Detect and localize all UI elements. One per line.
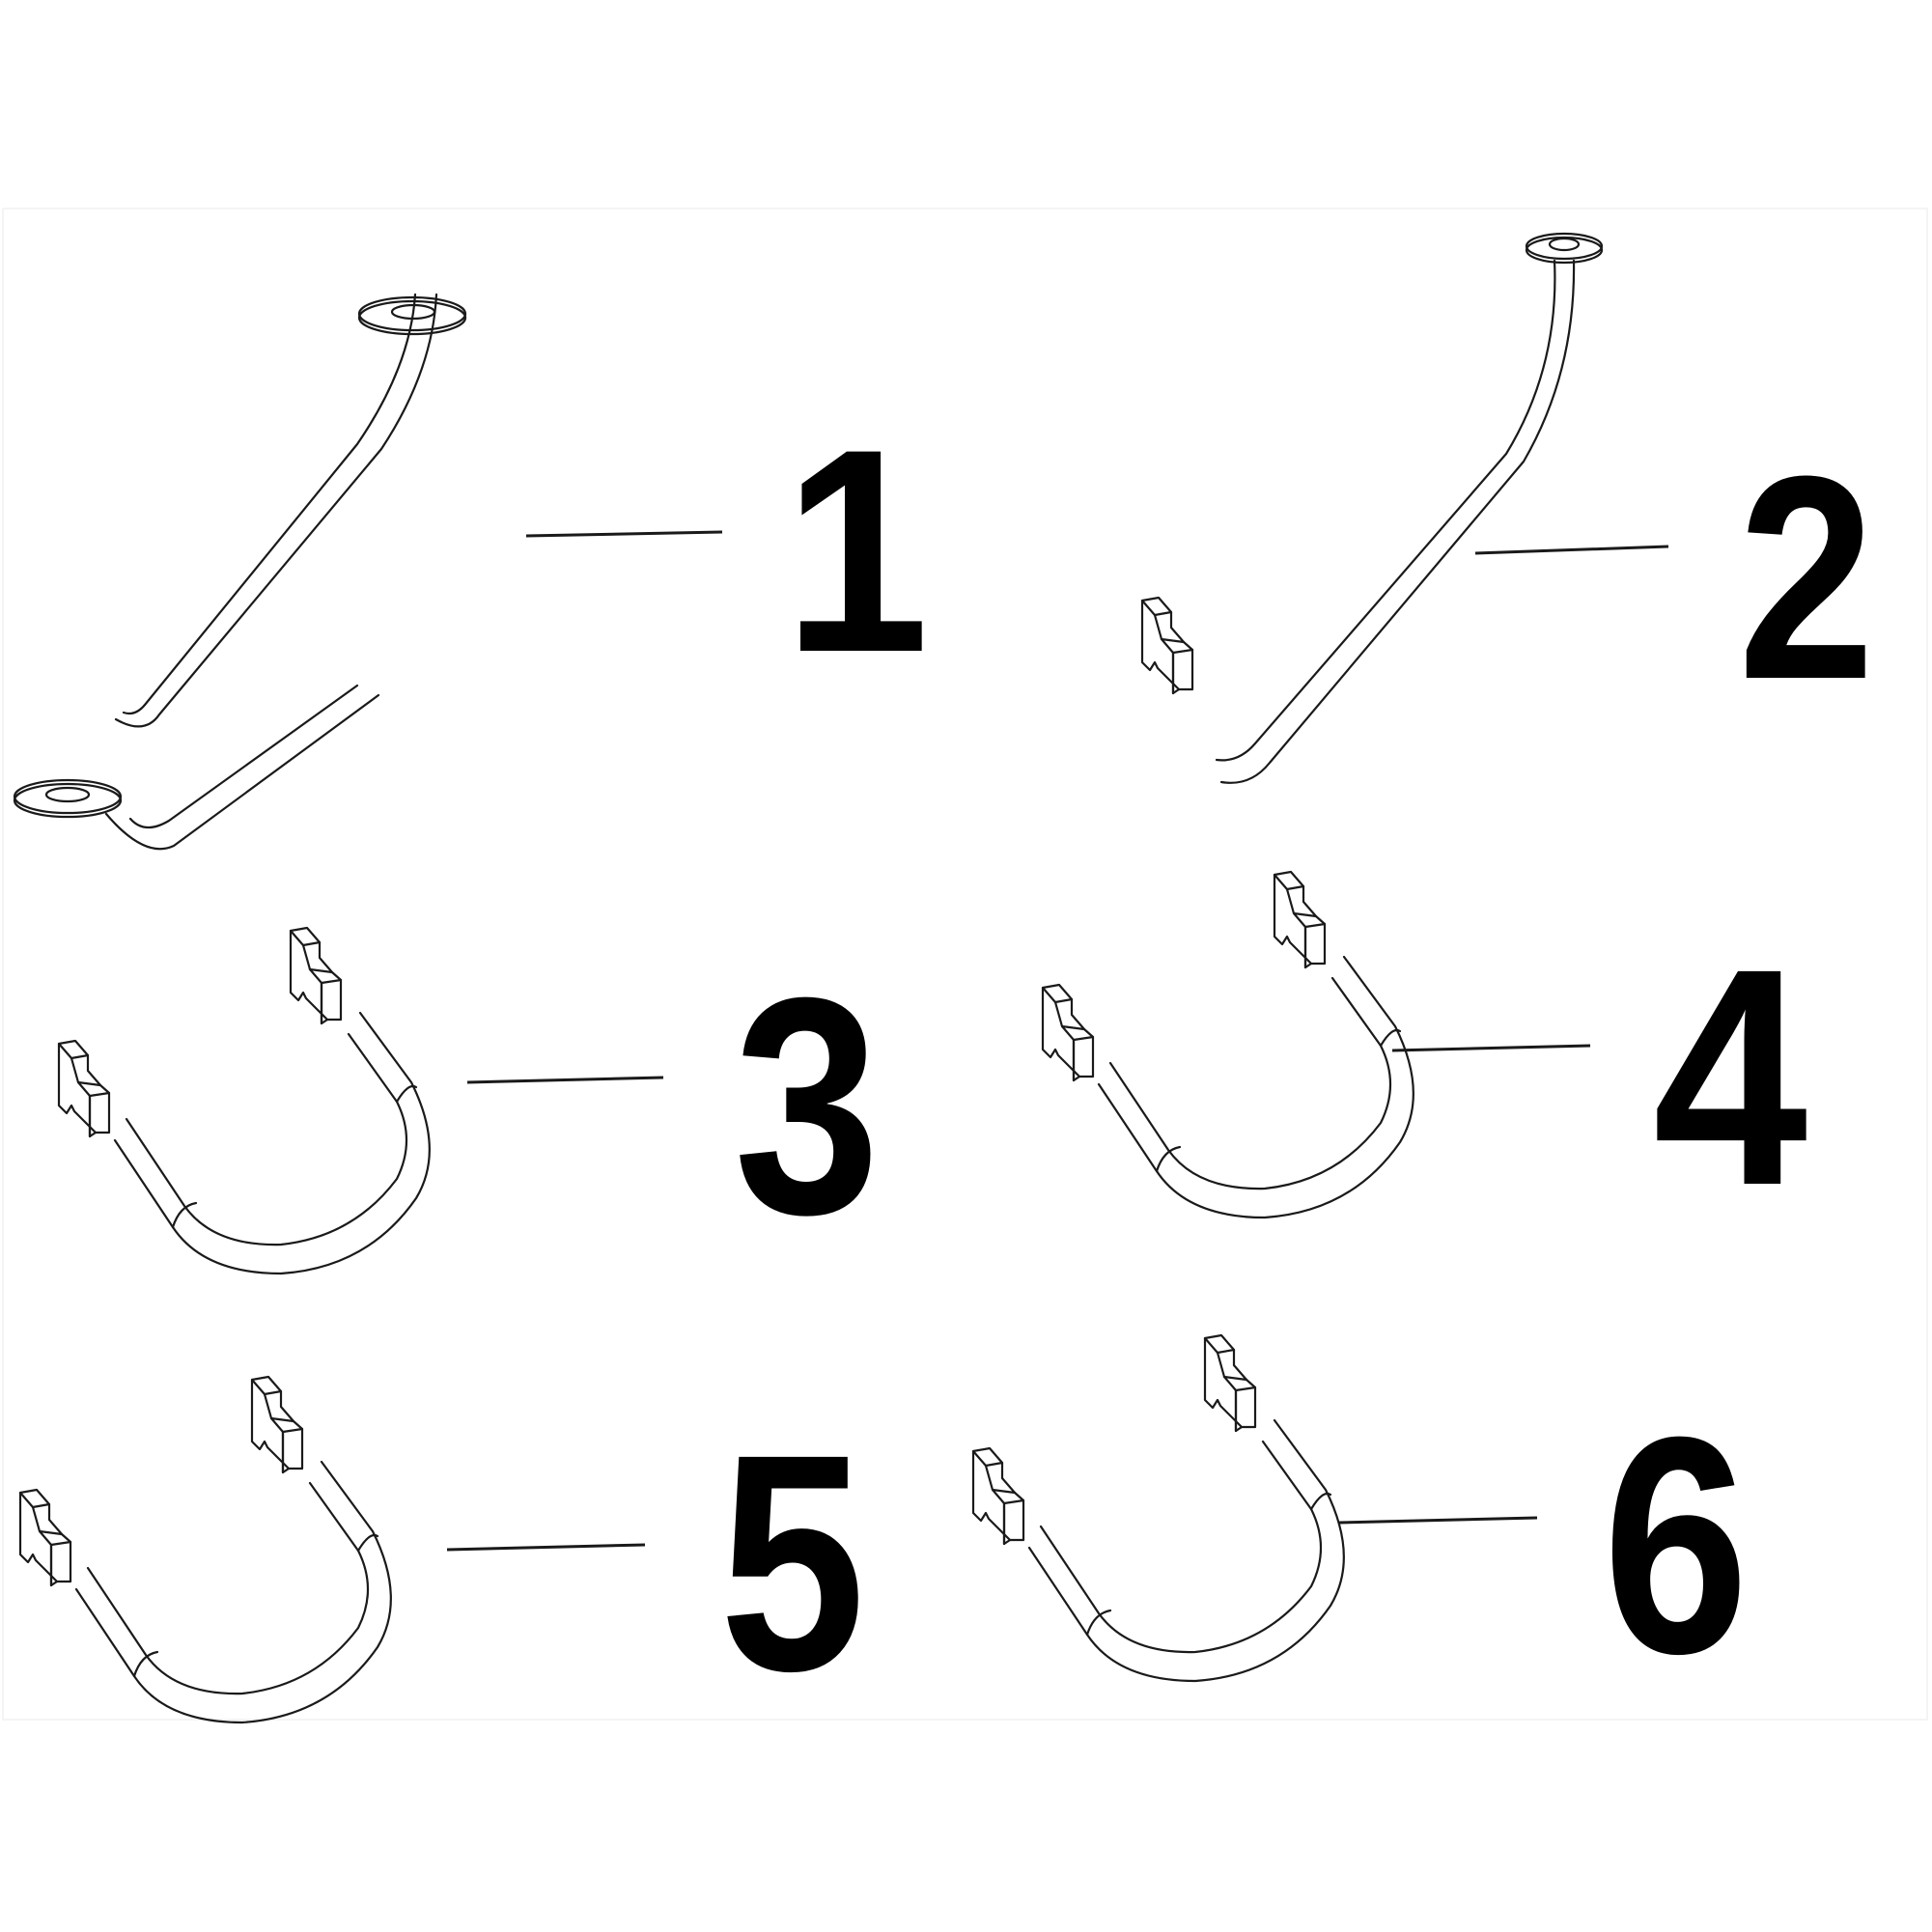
- leader-line-3: [466, 1076, 664, 1084]
- leader-line-2: [1474, 545, 1669, 555]
- callout-number-2: 2: [1738, 415, 1875, 740]
- callout-number-6: 6: [1603, 1372, 1750, 1718]
- part-3-drawing: [59, 928, 430, 1274]
- leader-line-6: [1338, 1516, 1538, 1525]
- callout-number-4: 4: [1653, 904, 1808, 1249]
- leader-line-4: [1391, 1044, 1591, 1052]
- callout-number-1: 1: [784, 388, 930, 713]
- part-2-drawing: [1140, 232, 1604, 784]
- part-1-drawing: [13, 293, 467, 851]
- callout-number-3: 3: [734, 933, 881, 1278]
- part-5-drawing: [20, 1377, 391, 1722]
- part-6-drawing: [973, 1335, 1344, 1681]
- leader-line-5: [446, 1543, 646, 1552]
- diagram-frame: [2, 208, 1928, 1721]
- leader-line-1: [525, 530, 723, 538]
- part-4-drawing: [1043, 872, 1414, 1218]
- callout-number-5: 5: [719, 1389, 866, 1735]
